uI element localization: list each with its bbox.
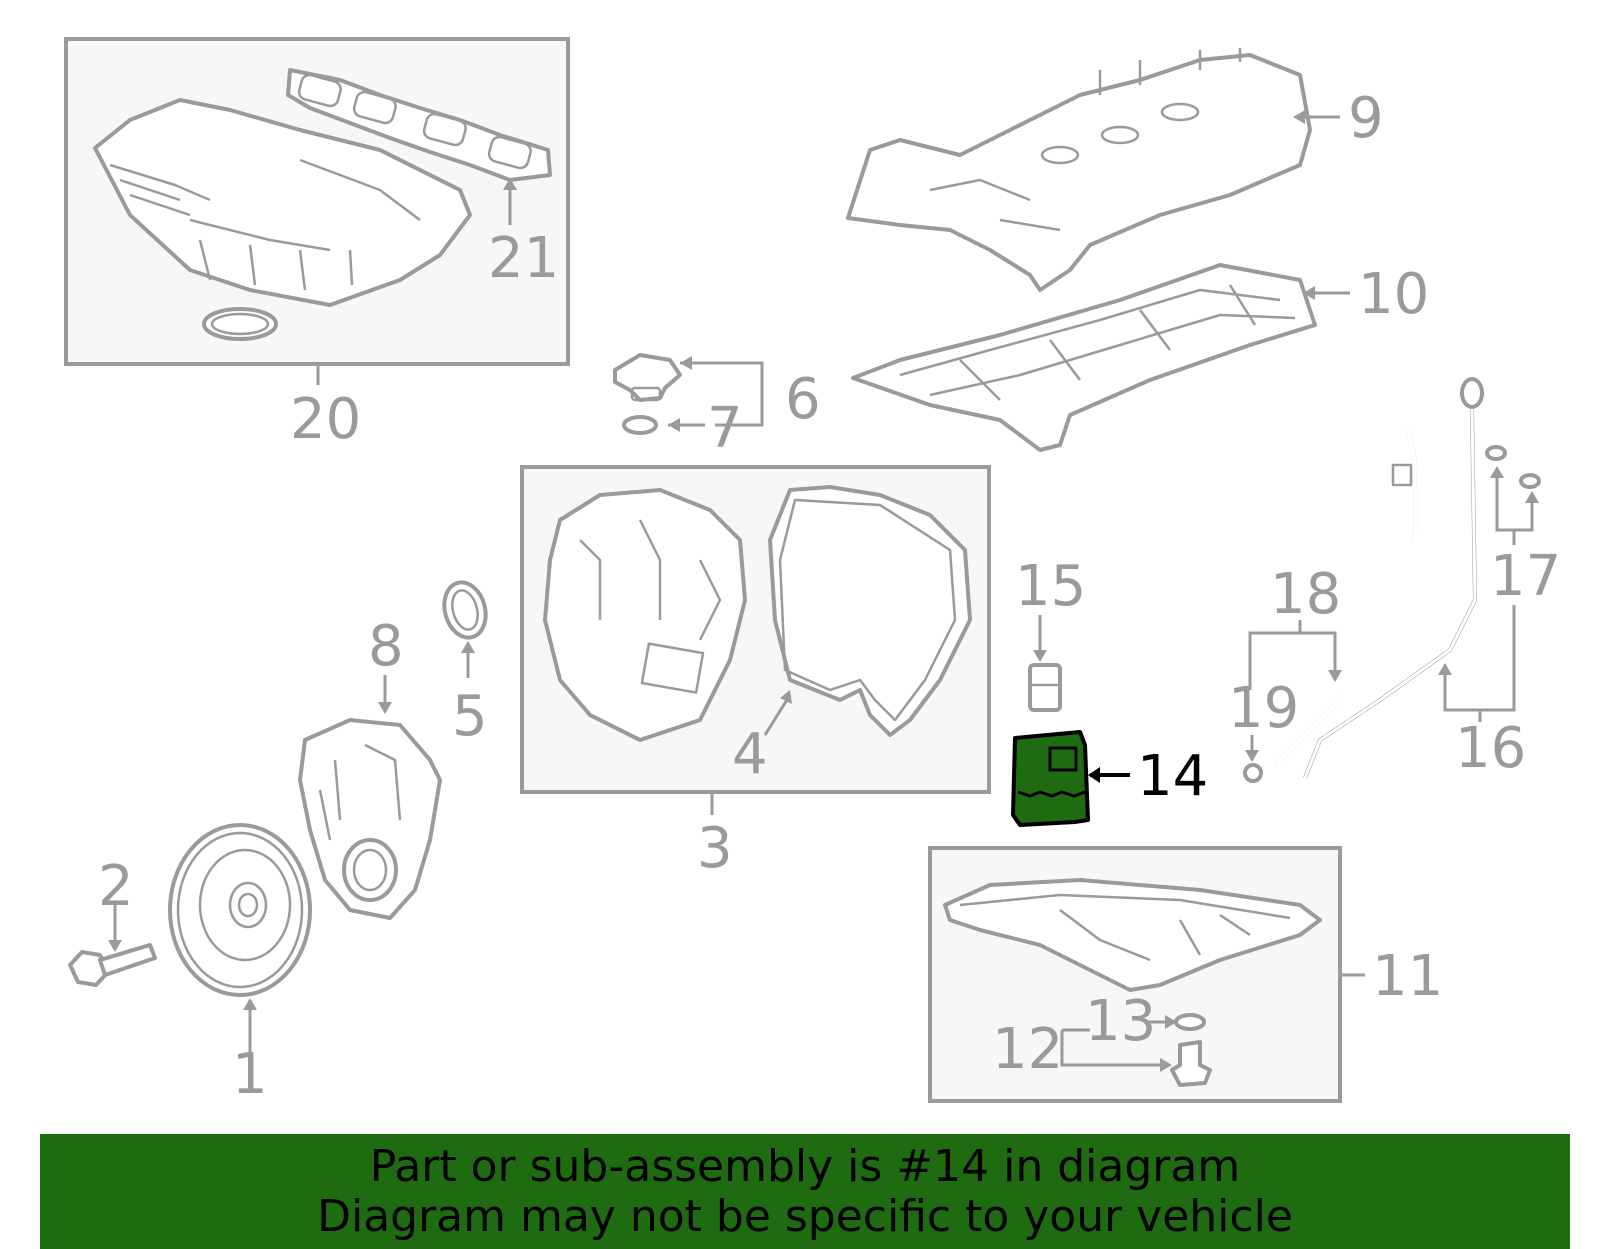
leader-12 xyxy=(1060,1030,1170,1067)
callout-12: 12 xyxy=(992,1017,1063,1082)
arrow-4 xyxy=(780,690,792,704)
arrow-6 xyxy=(680,356,692,370)
callout-6: 6 xyxy=(785,367,821,432)
valve-cover-gasket-drawing[interactable] xyxy=(851,263,1317,452)
banner-line-part-number: Part or sub-assembly is #14 in diagram xyxy=(369,1140,1241,1192)
callout-9: 9 xyxy=(1348,86,1384,151)
callout-2: 2 xyxy=(98,854,134,919)
callout-5: 5 xyxy=(452,684,488,749)
oil-pan-drawing[interactable] xyxy=(943,878,1322,992)
callout-11: 11 xyxy=(1372,944,1443,1009)
valve-cover-drawing[interactable] xyxy=(846,48,1312,292)
arrow-9 xyxy=(1293,110,1305,124)
callout-1: 1 xyxy=(232,1042,268,1107)
arrow-12 xyxy=(1160,1058,1172,1072)
oil-filler-cap-seal-drawing[interactable] xyxy=(622,415,658,435)
arrow-14 xyxy=(1088,767,1100,783)
front-cover-drawing[interactable] xyxy=(298,718,442,920)
oil-filler-cap-drawing[interactable] xyxy=(613,353,682,402)
callout-18: 18 xyxy=(1270,562,1341,627)
crankshaft-pulley-drawing[interactable] xyxy=(168,823,312,997)
info-banner: Part or sub-assembly is #14 in diagram D… xyxy=(40,1134,1570,1249)
oil-filter-drawing-highlighted[interactable] xyxy=(1011,730,1090,827)
callout-10: 10 xyxy=(1358,262,1429,327)
arrow-15 xyxy=(1033,650,1047,662)
callout-8: 8 xyxy=(368,614,404,679)
arrow-18 xyxy=(1328,670,1342,682)
arrow-8 xyxy=(378,702,392,714)
callout-14: 14 xyxy=(1137,744,1208,809)
drain-plug-washer-drawing[interactable] xyxy=(1174,1013,1206,1031)
arrow-10 xyxy=(1303,286,1315,300)
oil-level-indicator-drawing[interactable] xyxy=(1303,377,1484,779)
callout-16: 16 xyxy=(1455,716,1526,781)
callout-7: 7 xyxy=(707,396,743,461)
timing-cover-gasket-drawing[interactable] xyxy=(768,485,972,737)
arrow-7 xyxy=(668,418,680,432)
leader-6 xyxy=(680,361,764,427)
callout-15: 15 xyxy=(1015,554,1086,619)
crankshaft-seal-drawing[interactable] xyxy=(438,578,491,642)
callout-20: 20 xyxy=(290,387,361,452)
leader-18 xyxy=(1248,631,1337,690)
arrow-16 xyxy=(1438,663,1452,675)
callout-21: 21 xyxy=(488,226,559,291)
dipstick-tube-seal-drawing[interactable] xyxy=(1243,763,1263,783)
callout-3: 3 xyxy=(697,816,733,881)
arrow-19 xyxy=(1245,750,1259,762)
arrow-17b xyxy=(1525,491,1539,503)
intake-manifold-gasket-drawing[interactable] xyxy=(286,68,552,182)
drain-plug-drawing[interactable] xyxy=(1170,1040,1212,1087)
arrow-2 xyxy=(108,940,122,952)
callout-19: 19 xyxy=(1228,676,1299,741)
callout-4: 4 xyxy=(732,722,768,787)
leader-4 xyxy=(763,694,792,736)
crankshaft-bolt-drawing[interactable] xyxy=(68,943,157,987)
arrow-5 xyxy=(461,641,475,653)
arrow-13 xyxy=(1165,1015,1177,1029)
banner-line-disclaimer: Diagram may not be specific to your vehi… xyxy=(317,1190,1293,1242)
oil-filter-fitting-drawing[interactable] xyxy=(1028,663,1062,712)
arrow-1 xyxy=(243,998,257,1010)
dipstick-seal-drawing[interactable] xyxy=(1485,445,1541,489)
timing-cover-drawing[interactable] xyxy=(543,488,747,742)
arrow-17a xyxy=(1490,466,1504,478)
callout-13: 13 xyxy=(1085,989,1156,1054)
intake-manifold-drawing[interactable] xyxy=(93,98,472,341)
arrow-21 xyxy=(503,178,517,190)
callout-17: 17 xyxy=(1490,544,1561,609)
